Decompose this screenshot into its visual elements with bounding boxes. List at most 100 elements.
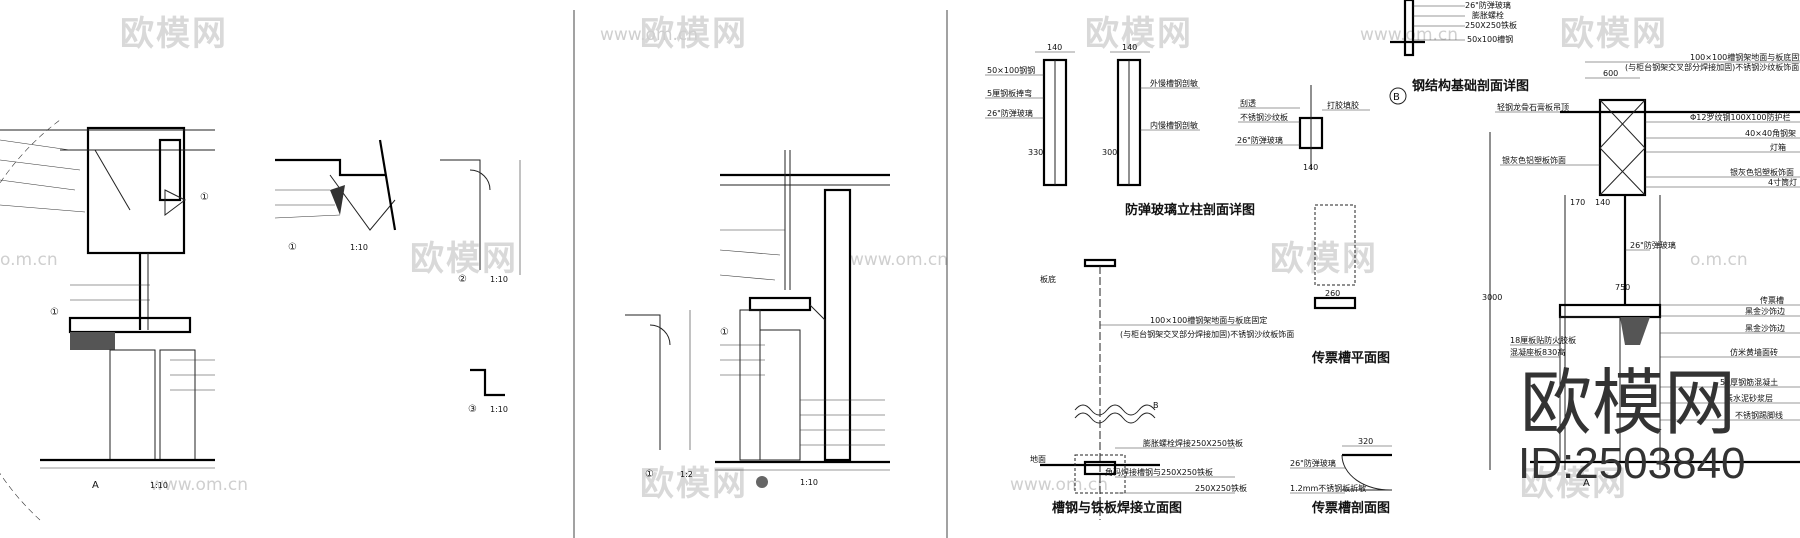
plan-label: 打胶填胶 <box>1327 100 1359 110</box>
plan-label: 刮透 <box>1240 98 1256 108</box>
left-panel: ① ① A 1:10 ① 1:10 <box>0 119 521 521</box>
plan-label: 26"防弹玻璃 <box>1237 135 1283 145</box>
column-plan-detail: 刮透 不锈钢沙纹板 26"防弹玻璃 打胶填胶 140 <box>1235 85 1370 172</box>
weld-label: 板底 <box>1040 274 1056 284</box>
column <box>823 188 852 462</box>
top-steel-detail: 26"防弹玻璃 膨胀螺栓 250X250铁板 50x100槽钢 B 钢结构基础剖… <box>1389 0 1529 105</box>
sb-label: 黑金沙饰边 <box>1745 306 1785 316</box>
sb-label: (与柜台钢架交叉部分焊接加固)不锈钢沙纹板饰面 <box>1625 62 1799 72</box>
steel-base-section: 100×100槽钢架地面与板底固定 (与柜台钢架交叉部分焊接加固)不锈钢沙纹板饰… <box>1482 52 1800 489</box>
counter-top <box>748 296 812 312</box>
detail-title: 传票槽平面图 <box>1311 350 1390 366</box>
detail-curve <box>625 314 671 450</box>
gusset <box>164 189 186 216</box>
sb-label: 黑金沙饰边 <box>1745 323 1785 333</box>
detail-outline <box>470 368 505 397</box>
weld-label: B <box>1153 401 1159 410</box>
sb-label: 混凝座板830高 <box>1510 347 1565 357</box>
plate <box>1083 258 1117 268</box>
weld-label: 膨胀螺栓焊接250X250铁板 <box>1143 438 1243 448</box>
sb-label: 50厚钢筋混凝土 <box>1720 377 1778 387</box>
trough-label: 1.2mm不锈钢板折敏 <box>1290 483 1366 493</box>
watermark-url: www.om.cn <box>150 475 248 495</box>
col-label: 外慢槽钢剖敏 <box>1150 78 1198 88</box>
plan-label: 不锈钢沙纹板 <box>1240 112 1288 122</box>
detail-line <box>378 139 397 231</box>
detail-title: 传票槽剖面图 <box>1311 500 1390 516</box>
trough-shape <box>1620 317 1650 345</box>
dim-text: 330 <box>1028 148 1043 157</box>
section-marker: A <box>92 480 99 491</box>
bracket <box>158 138 182 202</box>
leader <box>719 249 781 256</box>
dim-text: 140 <box>1303 163 1318 172</box>
scale-label: 1:10 <box>800 478 818 487</box>
sb-label: 仿米黄墙面砖 <box>1730 347 1778 357</box>
detail-marker: ② <box>458 274 467 285</box>
detail-outline <box>275 158 385 177</box>
sb-label: 不锈钢踢脚线 <box>1735 410 1783 420</box>
dim-text: 140 <box>1595 198 1610 207</box>
weld-label: 250X250铁板 <box>1195 483 1247 493</box>
watermark-brand: 欧模网 <box>1520 464 1628 504</box>
sb-label: 银灰色铝塑板饰面 <box>1502 155 1566 165</box>
detail-marker-circle <box>756 476 768 488</box>
right-panel: 140 140 50×100钢钢 5厘钢板捧弯 26"防弹玻璃 外慢槽钢剖敏 内… <box>985 0 1800 520</box>
sb-label: Φ12罗纹钢100X100防护栏 <box>1690 112 1791 122</box>
cabinet <box>159 349 196 461</box>
sb-label: 100×100槽钢架地面与板底固定 <box>1690 52 1800 62</box>
scale-label: 1:10 <box>490 275 508 284</box>
logo-brand: 欧模网 <box>1520 361 1736 445</box>
base-block <box>1083 460 1117 476</box>
leader <box>0 204 86 213</box>
base-plate <box>1074 454 1126 494</box>
leader <box>0 159 81 171</box>
top-label: 26"防弹玻璃 <box>1465 0 1511 10</box>
dim-text: 140 <box>1122 43 1137 52</box>
leader <box>719 274 776 281</box>
sb-label: 4寸筒灯 <box>1768 177 1797 187</box>
scale-label: 1:2 <box>680 470 693 479</box>
dim-text: 260 <box>1325 289 1340 298</box>
scale-label: 1:10 <box>490 405 508 414</box>
weld-label: 地面 <box>1030 454 1046 464</box>
col-label: 内慢槽钢剖敏 <box>1150 120 1198 130</box>
watermark-url: www.om.cn <box>1010 475 1108 495</box>
scale-label: 1:10 <box>350 243 368 252</box>
column-section-detail: 140 140 50×100钢钢 5厘钢板捧弯 26"防弹玻璃 外慢槽钢剖敏 内… <box>985 43 1255 218</box>
watermark-url: www.om.cn <box>850 250 948 270</box>
watermark-brand: 欧模网 <box>1270 239 1378 279</box>
sb-label: 银灰色铝塑板饰面 <box>1730 167 1794 177</box>
leader <box>0 139 71 151</box>
watermark-url: o.m.cn <box>1690 250 1748 270</box>
watermark-layer: 欧模网 欧模网 欧模网 欧模网 www.om.cn www.om.cn 欧模网 … <box>0 14 1748 504</box>
top-label: 50x100槽钢 <box>1467 34 1513 44</box>
section-marker: ① <box>200 192 209 203</box>
dim-text: 3000 <box>1482 293 1502 302</box>
watermark-url: www.om.cn <box>600 25 698 45</box>
section-marker: A <box>1583 478 1590 489</box>
brand-logo-overlay: 欧模网 ID:2503840 <box>1518 361 1746 488</box>
col-label: 26"防弹玻璃 <box>987 108 1033 118</box>
dim-text: 170 <box>1570 198 1585 207</box>
counter-profile <box>809 304 826 330</box>
diag-line <box>94 149 131 211</box>
detail-title: 槽钢与铁板焊接立面图 <box>1052 500 1182 516</box>
detail-title: 钢结构基础剖面详图 <box>1412 78 1529 94</box>
trough-plan-base <box>1313 296 1357 310</box>
detail-marker: ③ <box>468 404 477 415</box>
trough-plan-rect <box>1314 204 1356 286</box>
weld-label: 100×100槽钢架地面与板底固定 <box>1150 315 1267 325</box>
leader <box>274 214 341 219</box>
counter-side <box>739 309 761 461</box>
counter-top <box>68 316 192 334</box>
col-label: 5厘钢板捧弯 <box>987 88 1032 98</box>
weld-label: (与柜台钢架交叉部分焊接加固)不锈钢沙纹板饰面 <box>1120 329 1294 339</box>
truss-brace <box>1599 99 1646 149</box>
trough-section-detail: 320 26"防弹玻璃 1.2mm不锈钢板折敏 传票槽剖面图 <box>1290 437 1393 516</box>
section-bubble-text: B <box>1393 92 1400 103</box>
sb-label: 26"防弹玻璃 <box>1630 240 1676 250</box>
dim-text: 320 <box>1358 437 1373 446</box>
detail-title: 防弹玻璃立柱剖面详图 <box>1125 202 1255 218</box>
break-line <box>1074 404 1156 416</box>
